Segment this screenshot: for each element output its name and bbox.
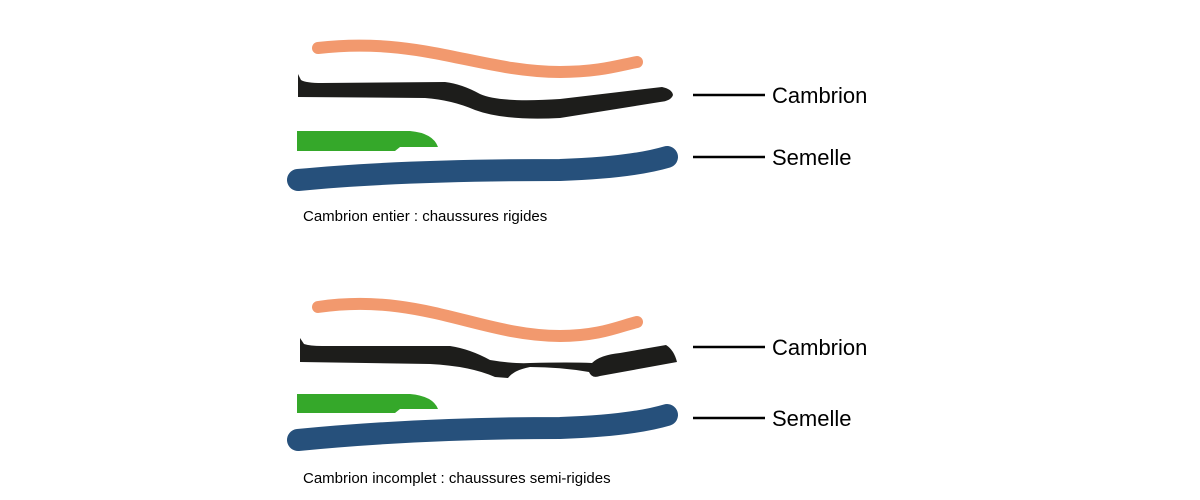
sole — [287, 146, 678, 191]
diagram-rigid — [287, 39, 765, 191]
caption-semi-rigid: Cambrion incomplet : chaussures semi-rig… — [303, 470, 611, 487]
upper-layer — [312, 39, 643, 79]
cambrion-label: Cambrion — [772, 335, 868, 360]
diagram-semi-rigid — [287, 297, 765, 451]
full-cambrion — [298, 74, 673, 119]
semelle-label: Semelle — [772, 406, 852, 431]
insole-piece — [297, 394, 438, 413]
partial-cambrion — [300, 338, 677, 378]
insole-piece — [297, 131, 438, 151]
upper-layer — [312, 297, 643, 343]
semelle-label: Semelle — [772, 145, 852, 170]
sole — [287, 404, 678, 451]
caption-rigid: Cambrion entier : chaussures rigides — [303, 208, 548, 225]
cambrion-label: Cambrion — [772, 83, 868, 108]
